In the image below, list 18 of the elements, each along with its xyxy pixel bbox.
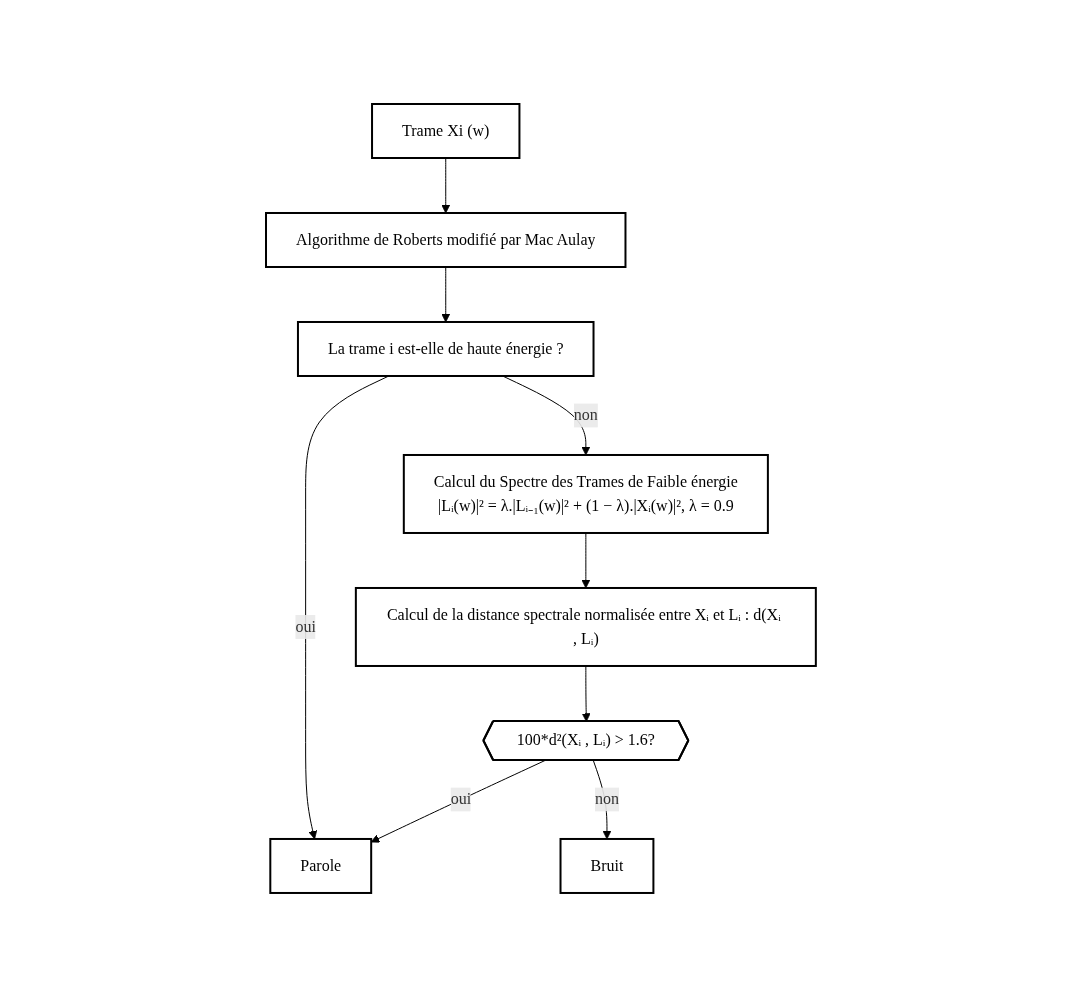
node-box: Calcul de la distance spectrale normalisée entre Xᵢ et Lᵢ : d(Xᵢ , Lᵢ) xyxy=(354,587,817,667)
arrow xyxy=(440,157,450,214)
arrow xyxy=(592,760,611,840)
arrow xyxy=(440,266,450,323)
node-box: Algorithme de Roberts modifié par Mac Aulay xyxy=(264,212,627,268)
edge-label: non xyxy=(594,790,619,808)
arrow xyxy=(581,532,590,589)
node-box: Trame Xi (w) xyxy=(370,103,520,159)
node-box: Bruit xyxy=(559,838,654,894)
edge-label: oui xyxy=(450,790,471,808)
edge-label: oui xyxy=(294,618,316,635)
arrow xyxy=(304,375,389,840)
edge-label: non xyxy=(573,406,598,424)
node-box: Parole xyxy=(268,838,372,894)
arrow xyxy=(581,665,591,722)
node-box: Calcul du Spectre des Trames de Faible énergie |Lᵢ(w)|² = λ.|Lᵢ₋₁(w)|² + (1 − λ).|Xᵢ(w)|², λ = 0.9 xyxy=(402,454,769,534)
node-box: La trame i est-elle de haute énergie ? xyxy=(296,321,595,377)
arrow xyxy=(370,760,546,843)
